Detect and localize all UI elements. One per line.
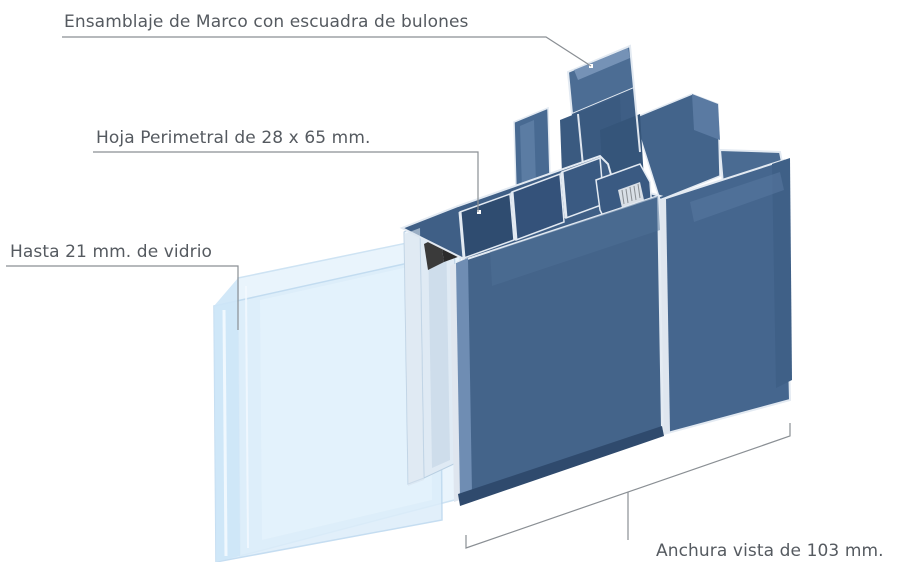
frame-outer-leg: [658, 148, 792, 436]
glass-label: Hasta 21 mm. de vidrio: [10, 242, 213, 262]
callout-sash-line: [93, 151, 479, 212]
frame-assembly-label: Ensamblaje de Marco con escuadra de bulo…: [64, 12, 469, 32]
callout-frame-line: [62, 36, 592, 67]
frame-profile: [513, 44, 721, 201]
sash-profile: [399, 154, 664, 506]
hinge-coil: [621, 183, 641, 205]
callout-glass-line: [6, 265, 239, 330]
visible-width-label: Anchura vista de 103 mm.: [656, 541, 884, 561]
callout-lines: [6, 36, 791, 549]
sash-label: Hoja Perimetral de 28 x 65 mm.: [96, 128, 371, 148]
sash-marker: [477, 210, 481, 214]
